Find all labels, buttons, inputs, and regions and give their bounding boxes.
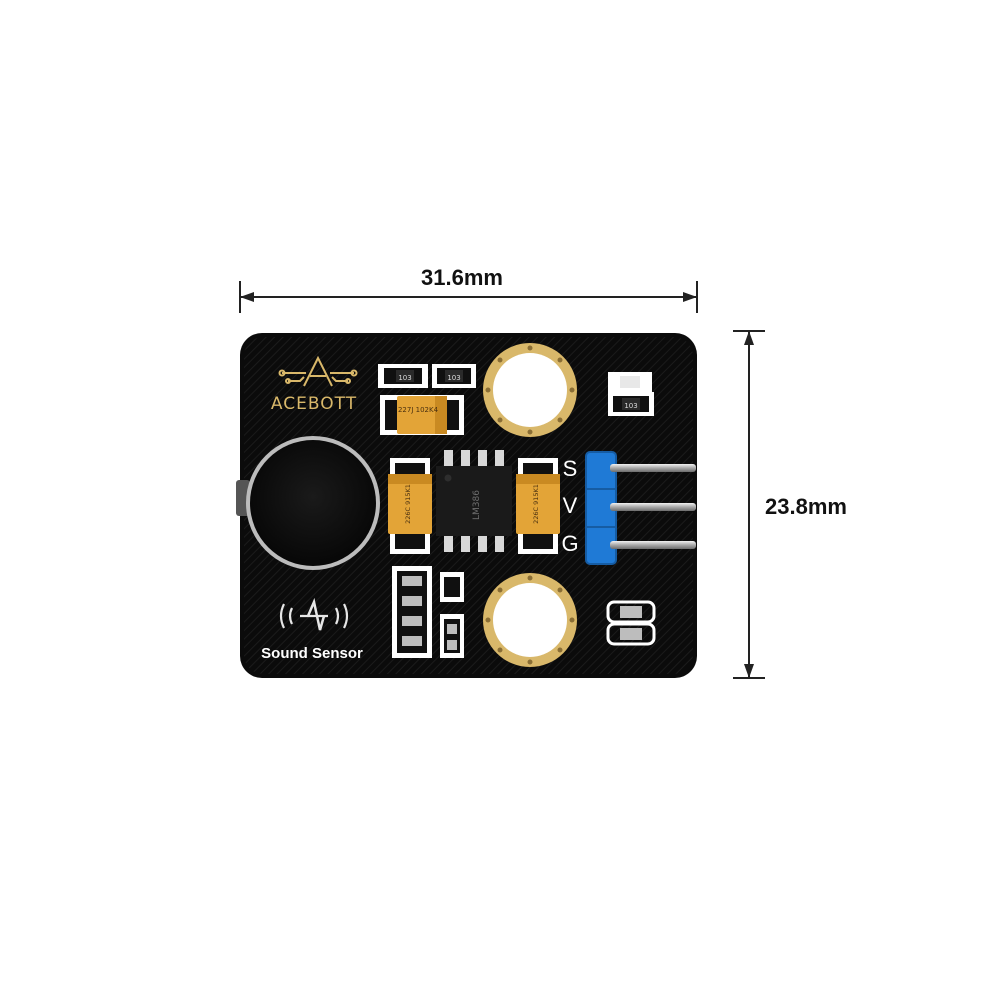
ic-chip: LM386 (436, 450, 512, 552)
cap-label: 226C 915K1 (404, 484, 412, 524)
brand-name: ACEBOTT (271, 394, 357, 414)
sensor-title: Sound Sensor (261, 645, 363, 662)
mounting-hole-bottom (483, 573, 577, 667)
smd-led (608, 372, 652, 392)
smd-pair-right (606, 600, 656, 646)
cap-label: 226C 915K1 (532, 484, 540, 524)
tantalum-capacitor-left: 226C 915K1 (388, 458, 432, 554)
smd-label: 103 (447, 374, 460, 382)
smd-label: 103 (398, 374, 411, 382)
width-dimension-label: 31.6mm (421, 265, 503, 290)
mounting-hole-top (483, 343, 577, 437)
smd-pair-right-bodies (620, 606, 642, 640)
ic-marking: LM386 (472, 490, 482, 520)
smd-resistor-right: 103 (608, 392, 654, 416)
pin-label-g: G (561, 531, 578, 556)
smd-resistor-top-left: 103 (378, 364, 428, 388)
smd-label: 103 (624, 402, 637, 410)
smd-cluster-bottom (392, 566, 464, 658)
cap-label: 227J 102K4 (398, 406, 439, 414)
sound-wave-icon (279, 597, 349, 631)
microphone (236, 436, 380, 570)
height-dimension-label: 23.8mm (765, 494, 847, 519)
smd-resistor-top-right: 103 (432, 364, 476, 388)
width-dimension-line (239, 281, 698, 313)
pin-label-v: V (563, 493, 578, 518)
height-dimension-line (733, 330, 765, 679)
tantalum-capacitor-top: 227J 102K4 (380, 395, 464, 435)
pin-label-s: S (563, 456, 578, 481)
acebott-logo-icon (278, 355, 358, 387)
pin-header (585, 451, 696, 565)
tantalum-capacitor-right: 226C 915K1 (516, 458, 560, 554)
